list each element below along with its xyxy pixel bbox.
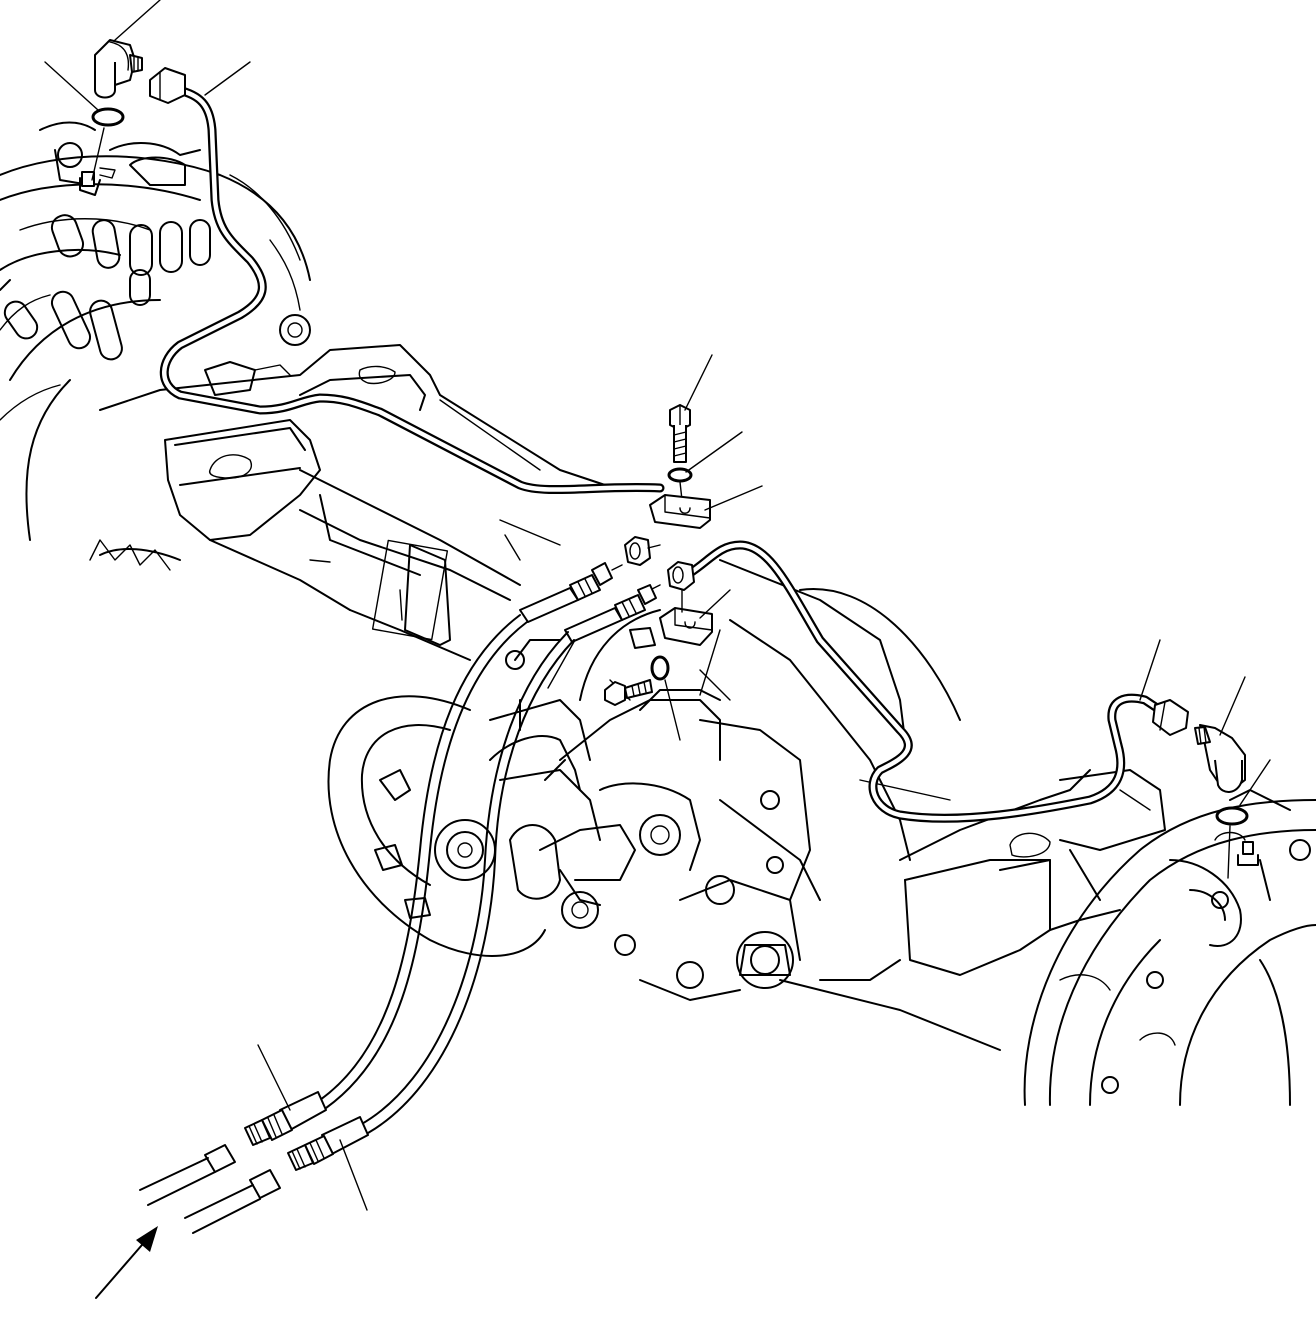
nut-centerline-1 — [647, 544, 661, 549]
hose-end-upper — [244, 1091, 327, 1146]
clamp-bolt — [669, 404, 691, 463]
lower-washer — [650, 655, 670, 681]
upper-clamp — [649, 494, 711, 529]
hose-end-lower — [287, 1116, 369, 1171]
lower-bolt — [604, 679, 653, 706]
brake-pipe-right — [685, 540, 1189, 823]
center-flare-nuts — [624, 536, 695, 591]
right-wheel-hub — [1023, 789, 1316, 1106]
hose-lower — [359, 584, 657, 1134]
differential-and-brake — [327, 609, 811, 1001]
o-ring-left — [91, 107, 125, 127]
elbow-fitting-left — [94, 39, 143, 99]
clamp-spacer — [629, 627, 656, 649]
lower-clamp — [659, 607, 713, 646]
clamp-washer — [667, 467, 693, 483]
centerline-right — [1227, 825, 1231, 879]
mating-pipe-lower — [184, 1169, 281, 1234]
centerline-left — [91, 127, 105, 181]
mating-pipe-upper — [139, 1144, 236, 1206]
leader-lines — [44, 0, 1271, 1211]
left-wheel-hub — [0, 121, 311, 571]
hose-upper — [319, 562, 623, 1109]
arrow-view-indicator-icon — [95, 1226, 158, 1299]
o-ring-right — [1215, 806, 1249, 826]
brake-pipe-left — [149, 67, 665, 495]
elbow-fitting-right — [1194, 724, 1246, 793]
